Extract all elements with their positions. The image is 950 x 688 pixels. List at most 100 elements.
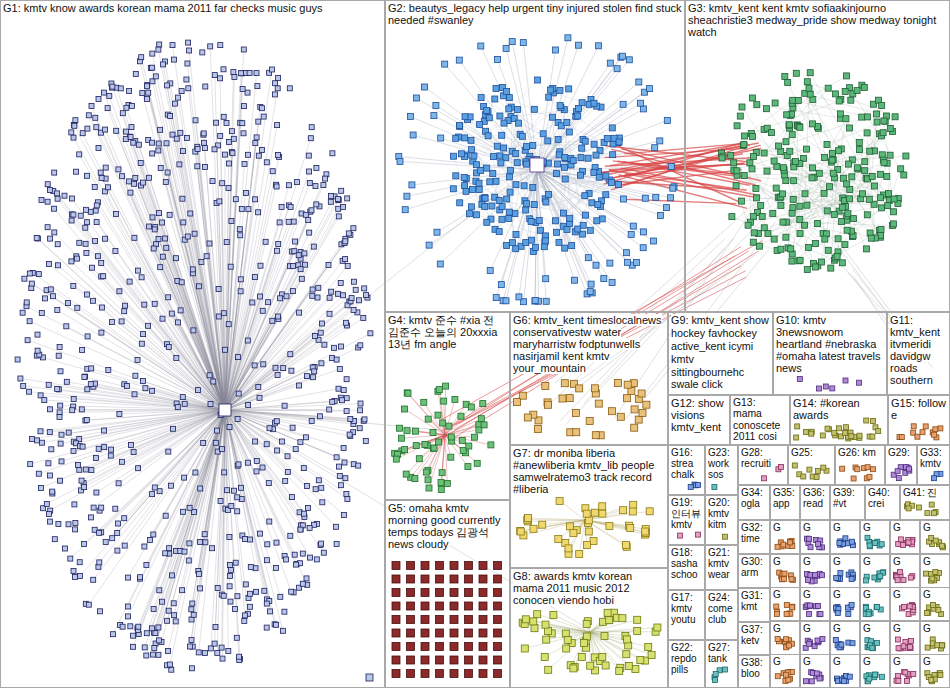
- network-edge: [416, 98, 537, 170]
- vertex-icon: [144, 631, 149, 636]
- network-edge: [147, 86, 225, 410]
- vertex-icon: [128, 135, 133, 140]
- vertex-icon: [167, 662, 172, 667]
- vertex-icon: [179, 89, 184, 94]
- vertex-icon: [308, 136, 313, 141]
- vertex-icon: [42, 398, 47, 403]
- vertex-icon: [85, 387, 90, 392]
- vertex-icon: [192, 231, 197, 236]
- vertex-icon: [245, 90, 250, 95]
- vertex-icon: [156, 148, 161, 153]
- vertex-icon: [228, 563, 233, 568]
- vertex-icon: [193, 470, 198, 475]
- vertex-icon: [172, 57, 177, 62]
- network-edge: [764, 153, 852, 177]
- network-edge: [225, 410, 344, 515]
- vertex-icon: [73, 520, 78, 525]
- vertex-icon: [328, 199, 333, 204]
- vertex-icon: [45, 182, 50, 187]
- vertex-icon: [285, 454, 290, 459]
- network-edge: [225, 269, 301, 410]
- vertex-icon: [92, 184, 97, 189]
- network-edge: [537, 170, 632, 265]
- vertex-icon: [236, 355, 241, 360]
- vertex-icon: [231, 70, 236, 75]
- vertex-icon: [150, 215, 155, 220]
- vertex-icon: [296, 253, 301, 258]
- vertex-icon: [289, 589, 294, 594]
- vertex-icon: [262, 588, 267, 593]
- network-edge: [119, 410, 225, 414]
- network-edge: [144, 410, 225, 547]
- vertex-icon: [55, 308, 60, 313]
- vertex-icon: [264, 601, 269, 606]
- network-edge: [225, 410, 240, 659]
- network-edge: [76, 410, 225, 443]
- vertex-icon: [163, 551, 168, 556]
- network-edge: [188, 88, 225, 410]
- vertex-icon: [131, 633, 136, 638]
- vertex-icon: [497, 153, 503, 159]
- network-edge: [147, 410, 225, 633]
- vertex-icon: [224, 240, 229, 245]
- vertex-icon: [298, 527, 303, 532]
- vertex-icon: [562, 245, 568, 251]
- vertex-icon: [364, 293, 369, 298]
- vertex-icon: [84, 173, 89, 178]
- vertex-icon: [275, 373, 280, 378]
- vertex-icon: [174, 256, 179, 261]
- vertex-icon: [356, 463, 361, 468]
- vertex-icon: [160, 220, 165, 225]
- vertex-icon: [98, 609, 103, 614]
- network-edge: [745, 101, 840, 136]
- vertex-icon: [330, 399, 335, 404]
- vertex-icon: [38, 393, 43, 398]
- vertex-icon: [168, 483, 173, 488]
- vertex-icon: [228, 264, 233, 269]
- vertex-icon: [188, 644, 193, 649]
- vertex-icon: [103, 540, 108, 545]
- network-edge: [89, 115, 225, 410]
- vertex-icon: [131, 450, 136, 455]
- vertex-icon: [311, 375, 316, 380]
- vertex-icon: [254, 589, 259, 594]
- vertex-icon: [294, 562, 299, 567]
- vertex-icon: [80, 348, 85, 353]
- vertex-icon: [66, 522, 71, 527]
- vertex-icon: [238, 289, 243, 294]
- vertex-icon: [269, 67, 274, 72]
- vertex-icon: [198, 486, 203, 491]
- network-edge: [785, 77, 867, 249]
- vertex-icon: [178, 308, 183, 313]
- vertex-icon: [215, 428, 220, 433]
- vertex-icon: [71, 396, 76, 401]
- vertex-icon: [305, 505, 310, 510]
- vertex-icon: [21, 384, 26, 389]
- vertex-icon: [127, 279, 132, 284]
- vertex-icon: [80, 444, 85, 449]
- network-edge: [590, 628, 657, 633]
- network-edge: [800, 149, 841, 234]
- vertex-icon: [301, 511, 306, 516]
- vertex-icon: [81, 542, 86, 547]
- network-edge: [41, 395, 225, 410]
- vertex-icon: [82, 485, 87, 490]
- vertex-icon: [506, 209, 512, 215]
- vertex-icon: [133, 373, 138, 378]
- network-edge: [225, 410, 245, 615]
- vertex-icon: [512, 211, 518, 217]
- vertex-icon: [482, 195, 488, 201]
- vertex-icon: [268, 609, 273, 614]
- network-edge: [604, 142, 745, 184]
- vertex-icon: [493, 86, 499, 92]
- network-edge: [456, 176, 567, 230]
- vertex-icon: [71, 448, 76, 453]
- network-edge: [92, 268, 225, 410]
- vertex-icon: [270, 169, 275, 174]
- vertex-icon: [34, 236, 39, 241]
- vertex-icon: [166, 449, 171, 454]
- vertex-icon: [576, 105, 582, 111]
- network-edge: [460, 126, 564, 214]
- vertex-icon: [216, 287, 221, 292]
- network-edge: [225, 209, 338, 410]
